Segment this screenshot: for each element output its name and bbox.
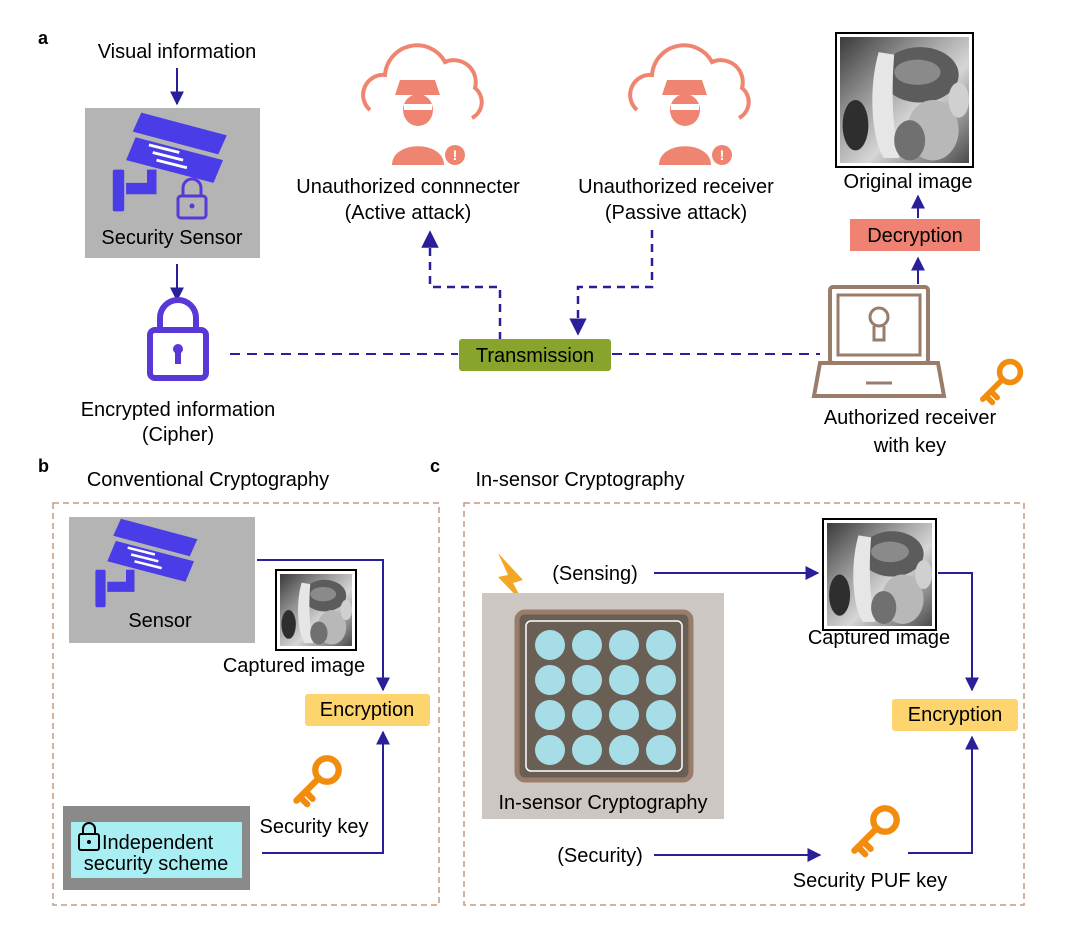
arrow-sensor-to-encryption xyxy=(257,559,390,692)
captured-image-label-c: Captured image xyxy=(808,627,950,649)
sensor-pixel xyxy=(572,735,602,765)
decryption-label: Decryption xyxy=(867,225,963,247)
passive-attack-label: (Passive attack) xyxy=(605,202,747,224)
lightning-icon xyxy=(498,553,525,605)
cipher-label: (Cipher) xyxy=(142,424,214,446)
encryption-box-b xyxy=(305,694,430,726)
authorized-receiver-label: Authorized receiver xyxy=(824,407,997,429)
passive-attacker-icon: ! xyxy=(628,43,751,165)
security-label: (Security) xyxy=(557,845,643,867)
panel-a-letter: a xyxy=(38,28,49,48)
chip-inner-outline xyxy=(525,620,683,772)
original-image-label: Original image xyxy=(844,171,973,193)
sensor-pixel xyxy=(646,735,676,765)
sensor-pixel xyxy=(535,700,565,730)
captured-image-c xyxy=(827,523,932,626)
active-attack-label: (Active attack) xyxy=(345,202,472,224)
unauthorized-receiver-label: Unauthorized receiver xyxy=(578,176,774,198)
encryption-label-c: Encryption xyxy=(908,704,1003,726)
scheme-lock-icon xyxy=(78,822,100,851)
arrow-scheme-to-encryption xyxy=(262,730,390,854)
independent-label: Independent xyxy=(102,832,214,854)
sensor-pixel xyxy=(535,735,565,765)
active-attacker-icon: ! xyxy=(361,43,484,165)
active-attack-arrow xyxy=(421,230,502,340)
chip-label: In-sensor Cryptography xyxy=(499,792,708,814)
svg-text:!: ! xyxy=(720,147,725,163)
encryption-box-c xyxy=(892,699,1018,731)
sensor-pixel xyxy=(572,665,602,695)
arrow-key-to-encryption xyxy=(908,735,979,854)
panel-b-letter: b xyxy=(38,456,49,476)
security-puf-key-label: Security PUF key xyxy=(793,870,947,892)
sensor-array xyxy=(535,630,676,765)
arrow-image-to-encryption xyxy=(938,572,979,692)
sensor-pixel xyxy=(609,735,639,765)
transmission-label: Transmission xyxy=(476,345,594,367)
original-image xyxy=(840,37,969,163)
authorized-key-icon xyxy=(983,362,1021,403)
security-key-icon xyxy=(296,758,338,804)
panel-c-title: In-sensor Cryptography xyxy=(476,469,685,491)
security-key-label: Security key xyxy=(260,816,369,838)
captured-image-label-b: Captured image xyxy=(223,655,365,677)
independent-scheme-inner xyxy=(71,822,242,878)
sensor-pixel xyxy=(572,700,602,730)
encryption-label-b: Encryption xyxy=(320,699,415,721)
panel-b-title: Conventional Cryptography xyxy=(87,469,329,491)
sensor-pixel xyxy=(535,630,565,660)
passive-attack-arrow xyxy=(569,230,654,336)
sensor-pixel xyxy=(646,665,676,695)
sensor-label: Sensor xyxy=(128,610,192,632)
sensor-pixel xyxy=(646,630,676,660)
captured-image-b xyxy=(280,574,352,646)
unauthorized-connecter-label: Unauthorized connnecter xyxy=(296,176,520,198)
panel-b-border xyxy=(52,502,440,906)
security-scheme-label: security scheme xyxy=(84,853,229,875)
big-lock-icon xyxy=(147,297,209,381)
sensor-pixel xyxy=(609,630,639,660)
with-key-label: with key xyxy=(873,435,946,457)
encrypted-information-label: Encrypted information xyxy=(81,399,276,421)
sensor-pixel xyxy=(535,665,565,695)
visual-information-label: Visual information xyxy=(98,41,257,63)
sensor-pixel xyxy=(646,700,676,730)
sensor-pixel xyxy=(572,630,602,660)
sensor-pixel xyxy=(609,665,639,695)
puf-key-icon xyxy=(854,808,896,854)
panel-c-border xyxy=(463,502,1025,906)
small-lock-icon xyxy=(176,177,208,220)
laptop-icon xyxy=(811,285,947,398)
panel-c-letter: c xyxy=(430,456,440,476)
sensor-pixel xyxy=(609,700,639,730)
security-sensor-label: Security Sensor xyxy=(101,227,243,249)
decryption-box xyxy=(850,219,980,251)
svg-text:!: ! xyxy=(453,147,458,163)
transmission-box xyxy=(459,339,611,371)
sensing-label: (Sensing) xyxy=(552,563,638,585)
